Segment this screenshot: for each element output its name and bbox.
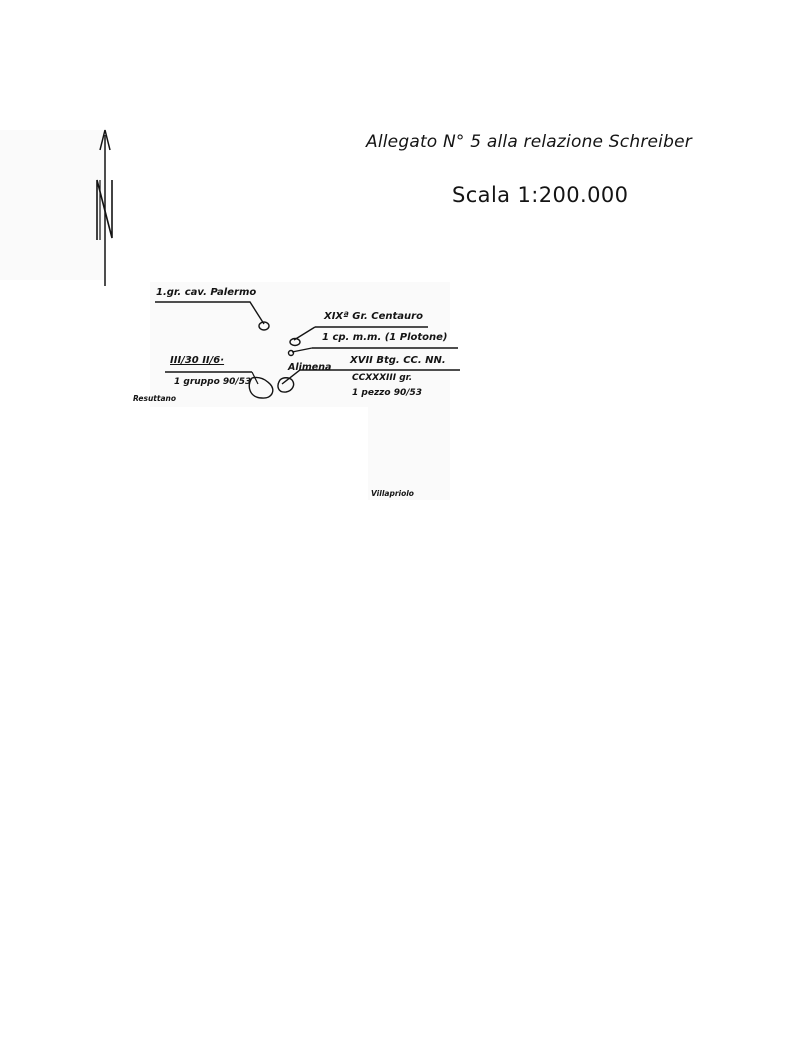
centauro-position-marker	[289, 337, 301, 347]
alimena-town-outline	[277, 377, 295, 393]
scan-shade-left	[0, 130, 105, 280]
label-centauro: XIXª Gr. Centauro	[324, 311, 423, 322]
label-pezzo: 1 pezzo 90/53	[352, 388, 423, 398]
resuttano-town-outline	[248, 376, 274, 399]
label-gruppo: 1 gruppo 90/53	[174, 377, 252, 387]
map-title: Allegato N° 5 alla relazione Schreiber	[366, 132, 692, 152]
cp-mm-position-marker	[287, 349, 295, 357]
place-villapriolo: Villapriolo	[371, 489, 414, 498]
label-ccxxxiii: CCXXXIII gr.	[352, 373, 413, 383]
map-scale: Scala 1:200.000	[452, 183, 629, 207]
centauro-leader	[293, 326, 316, 341]
label-roman-group: III/30 II/6·	[170, 355, 225, 366]
scan-shade-lower	[368, 405, 450, 500]
label-cp-mm: 1 cp. m.m. (1 Plotone)	[322, 332, 448, 343]
palermo-position-marker	[258, 321, 270, 331]
label-btg: XVII Btg. CC. NN.	[350, 355, 446, 366]
north-letter-icon	[96, 179, 113, 240]
north-arrow-head	[99, 129, 111, 151]
scan-shade-map	[150, 282, 450, 407]
place-alimena: Alimena	[288, 362, 332, 373]
btg-underline	[281, 369, 460, 385]
cp-mm-leader	[291, 347, 313, 353]
place-resuttano: Resuttano	[133, 394, 177, 403]
palermo-underline	[155, 301, 265, 325]
label-cav-palermo: 1.gr. cav. Palermo	[156, 287, 257, 298]
